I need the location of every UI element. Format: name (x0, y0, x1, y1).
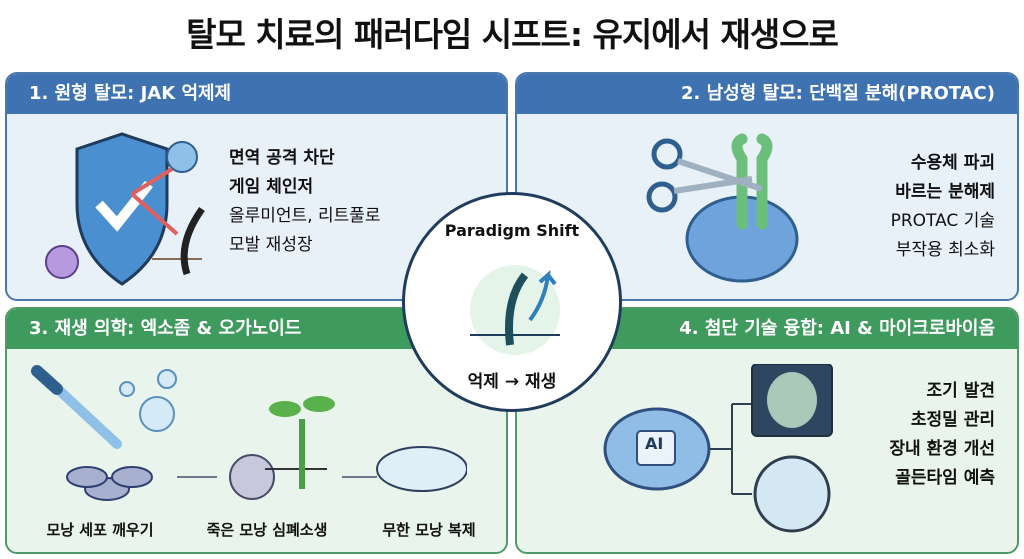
badge-title: Paradigm Shift (444, 221, 580, 240)
panel-ai-microbiome: 4. 첨단 기술 융합: AI & 마이크로바이옴 AI 조기 발견 초정밀 관… (515, 307, 1019, 554)
feature-line: 골든타임 예측 (895, 468, 995, 488)
scissors-protein-icon (646, 133, 799, 283)
feature-line: 모발 재성장 (229, 235, 313, 255)
step-caption: 모낭 세포 깨우기 (46, 521, 154, 539)
step-caption: 무한 모낭 복제 (382, 521, 476, 539)
shield-immune-icon (45, 132, 205, 286)
feature-line: 바르는 분해제 (895, 182, 995, 202)
feature-line: 초정밀 관리 (910, 410, 995, 430)
feature-line: 장내 환경 개선 (889, 439, 995, 459)
feature-line: 면역 공격 차단 (229, 148, 335, 168)
page-title: 탈모 치료의 패러다임 시프트: 유지에서 재생으로 (186, 15, 839, 54)
feature-line: 올루미언트, 리트풀로 (229, 206, 381, 226)
panel-jak-inhibitor: 1. 원형 탈모: JAK 억제제 면역 공격 차단 게임 체인저 올루미언트,… (5, 72, 508, 301)
ai-brain-illustration (603, 364, 833, 533)
hair-growth-icon (470, 265, 560, 355)
feature-line: 수용체 파괴 (910, 153, 995, 173)
regeneration-process-illustration (31, 365, 467, 501)
paradigm-shift-badge: Paradigm Shift 억제 → 재생 (402, 192, 622, 412)
panel-header: 2. 남성형 탈모: 단백질 분해(PROTAC) (517, 74, 1017, 114)
feature-line: 부작용 최소화 (895, 240, 995, 260)
badge-subtitle: 억제 → 재생 (467, 372, 557, 392)
feature-line: PROTAC 기술 (890, 211, 995, 231)
step-caption: 죽은 모낭 심폐소생 (206, 521, 328, 539)
panel-header: 1. 원형 탈모: JAK 억제제 (7, 74, 506, 114)
ai-chip-label: AI (645, 434, 664, 453)
feature-line: 조기 발견 (926, 381, 995, 401)
feature-line: 게임 체인저 (229, 177, 314, 197)
